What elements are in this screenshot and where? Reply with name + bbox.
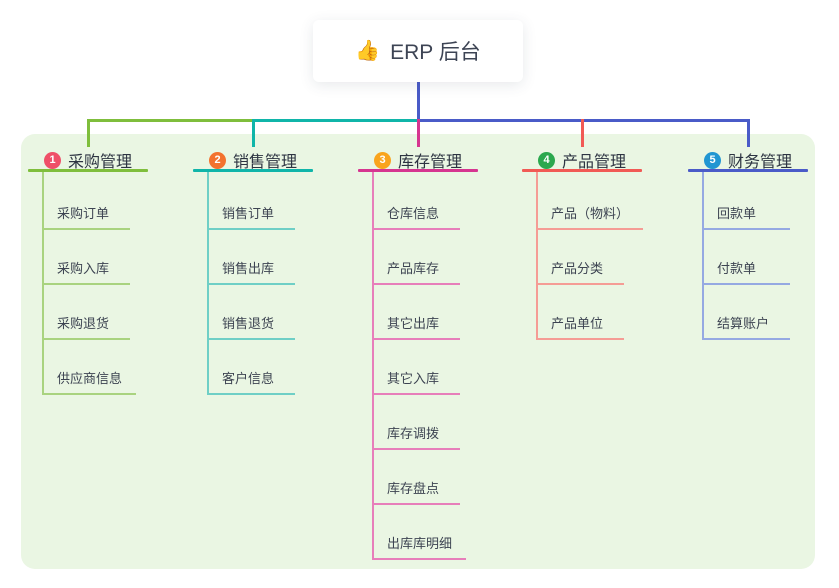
child-node[interactable]: 采购退货 bbox=[42, 310, 130, 340]
child-node-label: 回款单 bbox=[717, 206, 757, 221]
child-node-label: 销售订单 bbox=[222, 206, 275, 221]
branch-child-line bbox=[702, 172, 704, 340]
child-node[interactable]: 采购订单 bbox=[42, 200, 130, 230]
child-node-label: 客户信息 bbox=[222, 371, 275, 386]
branch-number-badge: 5 bbox=[704, 151, 721, 169]
child-node-label: 其它出库 bbox=[387, 316, 440, 331]
branch-underline bbox=[28, 169, 148, 172]
branch-number-badge: 3 bbox=[374, 151, 391, 169]
child-node[interactable]: 产品（物料） bbox=[536, 200, 644, 230]
branch-title: 销售管理 bbox=[233, 154, 298, 171]
child-node-label: 付款单 bbox=[717, 261, 757, 276]
child-node-label: 产品（物料） bbox=[551, 206, 630, 221]
child-node[interactable]: 销售订单 bbox=[207, 200, 295, 230]
child-node-label: 仓库信息 bbox=[387, 206, 440, 221]
child-node-label: 销售出库 bbox=[222, 261, 275, 276]
child-node-label: 库存盘点 bbox=[387, 481, 440, 496]
child-node[interactable]: 付款单 bbox=[702, 255, 790, 285]
child-node-label: 产品库存 bbox=[387, 261, 440, 276]
child-node-label: 出库库明细 bbox=[387, 536, 453, 551]
child-node[interactable]: 库存调拨 bbox=[372, 420, 460, 450]
child-node-label: 库存调拨 bbox=[387, 426, 440, 441]
mindmap-board bbox=[21, 134, 815, 569]
child-node-label: 产品分类 bbox=[551, 261, 604, 276]
child-node[interactable]: 销售退货 bbox=[207, 310, 295, 340]
child-node[interactable]: 库存盘点 bbox=[372, 475, 460, 505]
branch-child-line bbox=[372, 172, 374, 560]
child-node-label: 采购退货 bbox=[57, 316, 110, 331]
child-node[interactable]: 销售出库 bbox=[207, 255, 295, 285]
connector-segment bbox=[251, 119, 420, 122]
branch-number-badge: 4 bbox=[538, 151, 555, 169]
branch-drop-line bbox=[416, 119, 420, 147]
child-node[interactable]: 产品分类 bbox=[536, 255, 624, 285]
child-node-label: 产品单位 bbox=[551, 316, 604, 331]
branch-drop-line bbox=[746, 119, 750, 147]
child-node-label: 采购入库 bbox=[57, 261, 110, 276]
child-node[interactable]: 回款单 bbox=[702, 200, 790, 230]
child-node[interactable]: 供应商信息 bbox=[42, 365, 137, 395]
root-node-label: ERP 后台 bbox=[390, 41, 481, 64]
child-node[interactable]: 产品单位 bbox=[536, 310, 624, 340]
root-connector-line bbox=[416, 82, 420, 122]
connector-segment bbox=[86, 119, 255, 122]
branch-number-badge: 1 bbox=[44, 151, 61, 169]
child-node[interactable]: 其它出库 bbox=[372, 310, 460, 340]
child-node-label: 结算账户 bbox=[717, 316, 770, 331]
branch-underline bbox=[358, 169, 478, 172]
root-node[interactable]: 👍 ERP 后台 bbox=[313, 20, 523, 82]
branch-node[interactable]: 3 库存管理 bbox=[358, 149, 478, 171]
child-node[interactable]: 客户信息 bbox=[207, 365, 295, 395]
branch-title: 产品管理 bbox=[562, 154, 627, 171]
branch-node[interactable]: 1 采购管理 bbox=[28, 149, 148, 171]
branch-child-line bbox=[536, 172, 538, 340]
branch-drop-line bbox=[580, 119, 584, 147]
branch-underline bbox=[688, 169, 808, 172]
branch-drop-line bbox=[86, 119, 90, 147]
branch-node[interactable]: 5 财务管理 bbox=[688, 149, 808, 171]
child-node[interactable]: 结算账户 bbox=[702, 310, 790, 340]
branch-title: 库存管理 bbox=[398, 154, 463, 171]
branch-underline bbox=[522, 169, 642, 172]
branch-drop-line bbox=[251, 119, 255, 147]
child-node-label: 供应商信息 bbox=[57, 371, 123, 386]
branch-node[interactable]: 2 销售管理 bbox=[193, 149, 313, 171]
child-node-label: 采购订单 bbox=[57, 206, 110, 221]
child-node[interactable]: 仓库信息 bbox=[372, 200, 460, 230]
child-node[interactable]: 采购入库 bbox=[42, 255, 130, 285]
branch-title: 财务管理 bbox=[728, 154, 793, 171]
thumbs-up-icon: 👍 bbox=[355, 40, 381, 62]
child-node[interactable]: 出库库明细 bbox=[372, 530, 467, 560]
branch-node[interactable]: 4 产品管理 bbox=[522, 149, 642, 171]
child-node[interactable]: 其它入库 bbox=[372, 365, 460, 395]
branch-number-badge: 2 bbox=[209, 151, 226, 169]
branch-underline bbox=[193, 169, 313, 172]
branch-title: 采购管理 bbox=[68, 154, 133, 171]
child-node-label: 销售退货 bbox=[222, 316, 275, 331]
child-node-label: 其它入库 bbox=[387, 371, 440, 386]
child-node[interactable]: 产品库存 bbox=[372, 255, 460, 285]
